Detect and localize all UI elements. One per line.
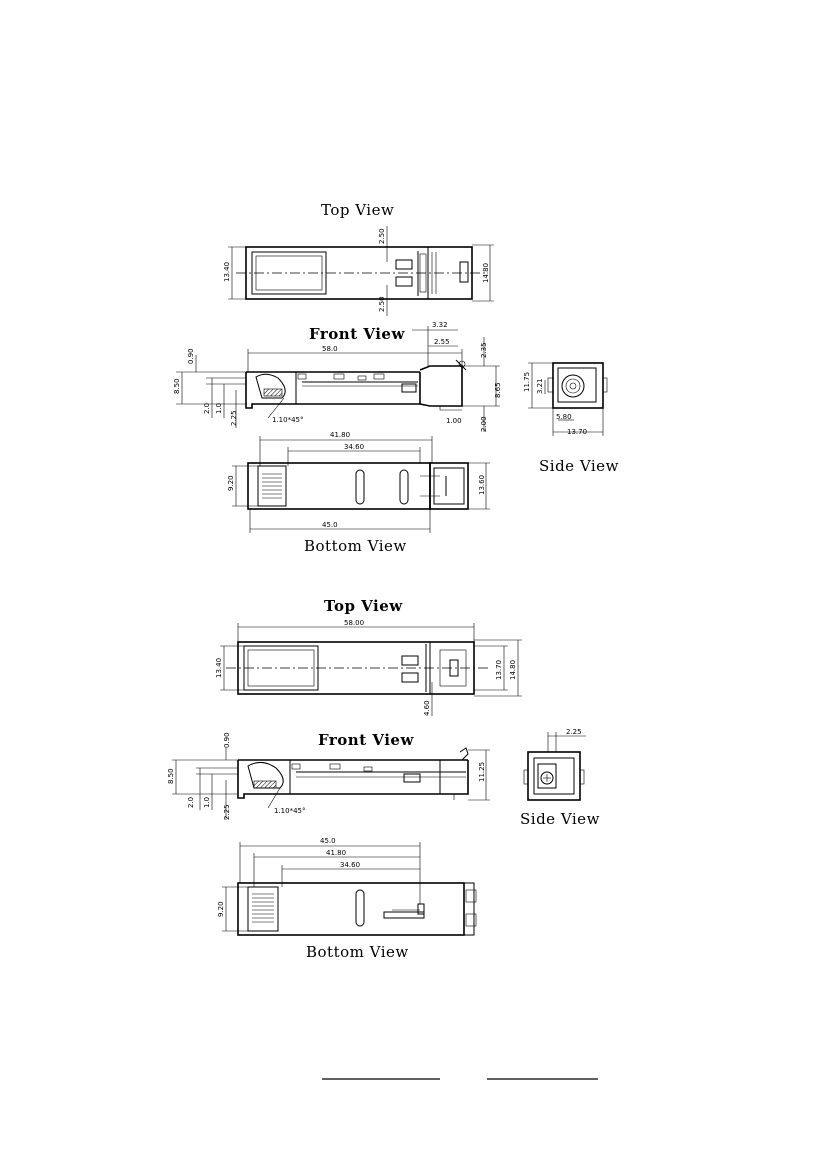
- d1-dim-front-b: 2.55: [434, 338, 450, 346]
- d2-dim-front-h: 2.25: [223, 804, 231, 820]
- d1-dim-front-len: 58.0: [322, 345, 338, 353]
- d1-dim-side-b: 3.21: [536, 378, 544, 394]
- d1-dim-top-v-a: 2.50: [378, 228, 386, 244]
- d2-top-view-title: Top View: [324, 597, 403, 615]
- d1-dim-side-a: 11.75: [523, 372, 531, 392]
- d2-dim-front-i: 11.25: [478, 762, 486, 782]
- d2-dim-top-h-left: 13.40: [215, 658, 223, 678]
- d1-dim-bot-a: 41.80: [330, 431, 350, 439]
- d2-dim-side-a: 2.25: [566, 728, 582, 736]
- d2-dim-bot-d: 9.20: [217, 901, 225, 917]
- d2-dim-top-h-right: 14.80: [509, 660, 517, 680]
- d1-dim-front-i: 8.65: [494, 382, 502, 398]
- d1-bottom-view-title: Bottom View: [304, 537, 407, 555]
- d1-dim-front-a: 3.32: [432, 321, 448, 329]
- d1-dim-front-e: 8.50: [173, 378, 181, 394]
- d1-dim-bot-c: 9.20: [227, 475, 235, 491]
- d2-dim-top-v: 4.60: [423, 700, 431, 716]
- d1-dim-front-d: 0.90: [187, 348, 195, 364]
- d2-dim-front-chamfer: 1.10*45°: [274, 807, 306, 815]
- d2-dim-front-f: 2.0: [187, 797, 195, 808]
- d1-dim-top-v-b: 2.50: [378, 296, 386, 312]
- d2-dim-front-g: 1.0: [203, 797, 211, 808]
- d1-top-view: [228, 226, 494, 316]
- d2-bottom-view-title: Bottom View: [306, 943, 409, 961]
- d1-dim-side-d: 13.70: [567, 428, 587, 436]
- d1-dim-bot-b: 34.60: [344, 443, 364, 451]
- d1-dim-side-c: 5.80: [556, 413, 572, 421]
- d2-dim-bot-c: 34.60: [340, 861, 360, 869]
- d2-dim-top-h-mid: 13.70: [495, 660, 503, 680]
- d1-dim-front-k: 2.00: [480, 416, 488, 432]
- d1-front-view-title: Front View: [309, 325, 405, 343]
- d1-dim-front-chamfer: 1.10*45°: [272, 416, 304, 424]
- d2-bottom-view: [222, 842, 477, 936]
- d1-dim-front-h: 2.25: [230, 410, 238, 426]
- d2-top-view: [220, 623, 522, 716]
- d2-side-view: [523, 732, 586, 801]
- d1-front-view: [176, 326, 500, 432]
- d2-front-view: [172, 747, 490, 820]
- d1-side-view: [528, 362, 608, 436]
- d1-dim-bot-d: 13.60: [478, 475, 486, 495]
- d1-dim-top-h-right: 14.80: [482, 263, 490, 283]
- d1-top-view-title: Top View: [321, 201, 394, 219]
- d1-dim-front-g: 1.0: [215, 403, 223, 414]
- d2-dim-front-e: 8.50: [167, 768, 175, 784]
- d2-dim-bot-a: 45.0: [320, 837, 336, 845]
- d1-dim-top-h-left: 13.40: [223, 262, 231, 282]
- d1-bottom-view: [232, 436, 490, 533]
- d2-dim-bot-b: 41.80: [326, 849, 346, 857]
- d1-side-view-title: Side View: [539, 457, 619, 475]
- drawing-2: Top View 58: [167, 597, 600, 961]
- drawing-1: Top View 13.40 14.80 2.5: [173, 201, 619, 555]
- d2-dim-front-d: 0.90: [223, 732, 231, 748]
- d1-dim-front-f: 2.0: [203, 403, 211, 414]
- d2-front-view-title: Front View: [318, 731, 414, 749]
- d1-dim-front-j: 1.00: [446, 417, 462, 425]
- d1-dim-front-c: 2.35: [480, 342, 488, 358]
- d2-side-view-title: Side View: [520, 810, 600, 828]
- d2-dim-top-len: 58.00: [344, 619, 364, 627]
- d1-dim-bot-e: 45.0: [322, 521, 338, 529]
